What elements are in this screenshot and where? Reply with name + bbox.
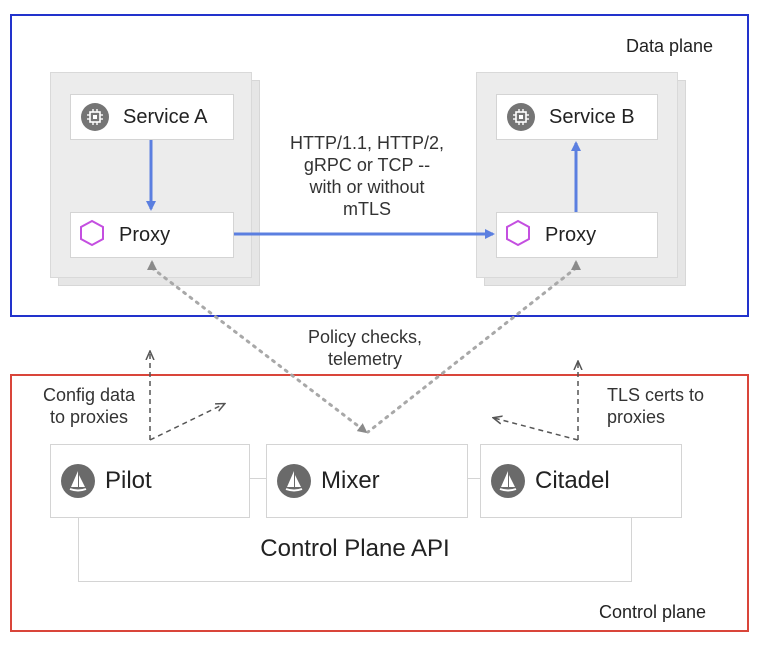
proxy-b-card[interactable]: Proxy [496,212,658,258]
policy-line: telemetry [327,349,403,369]
proxy-b-to-mixer-dotted [366,266,578,434]
control-plane-region [10,374,749,632]
citadel-label: Citadel [535,467,610,494]
data-plane-region [10,14,749,317]
protocol-line: mTLS [342,199,391,219]
hexagon-icon [505,219,531,252]
mixer-card[interactable]: Mixer [266,444,468,518]
citadel-diagonal-dashed-arrow [494,418,579,441]
tls-line: TLS certs to [607,385,705,405]
policy-annotation: Policy checks, telemetry [272,326,458,370]
proxy-b-label: Proxy [545,223,597,246]
proxy-a-to-mixer-dotted [150,266,368,434]
service-b-card[interactable]: Service B [496,94,658,140]
config-line: to proxies [49,407,129,427]
pilot-card[interactable]: Pilot [50,444,250,518]
pilot-label: Pilot [105,467,152,494]
policy-line: Policy checks, [307,327,423,347]
pilot-diagonal-dashed-arrow [149,404,224,441]
protocol-annotation: HTTP/1.1, HTTP/2, gRPC or TCP -- with or… [262,132,472,220]
protocol-line: with or without [309,177,425,197]
service-a-label: Service A [123,105,208,128]
tls-line: proxies [607,407,666,427]
config-annotation: Config data to proxies [34,384,144,428]
hexagon-icon [79,219,105,252]
mixer-label: Mixer [321,467,380,494]
control-plane-api-label: Control Plane API [260,535,450,562]
tls-annotation: TLS certs to proxies [607,384,737,428]
sail-icon [277,464,311,498]
service-a-card[interactable]: Service A [70,94,234,140]
service-b-label: Service B [549,105,635,128]
config-line: Config data [42,385,136,405]
sail-icon [61,464,95,498]
control-plane-label: Control plane [599,602,707,622]
citadel-card[interactable]: Citadel [480,444,682,518]
protocol-line: gRPC or TCP -- [303,155,431,175]
proxy-a-label: Proxy [119,223,171,246]
data-plane-label: Data plane [626,36,714,56]
proxy-a-card[interactable]: Proxy [70,212,234,258]
chip-icon [507,103,535,131]
chip-icon [81,103,109,131]
protocol-line: HTTP/1.1, HTTP/2, [289,133,445,153]
sail-icon [491,464,525,498]
